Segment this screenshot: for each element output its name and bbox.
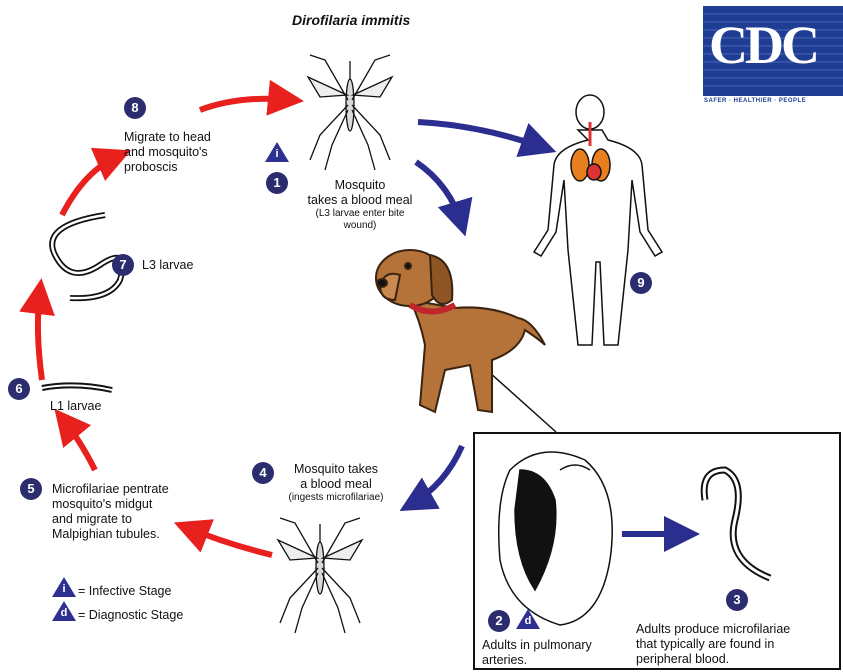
diagnostic-legend-label: = Diagnostic Stage xyxy=(78,608,183,623)
stage-2-label: Adults in pulmonary arteries. xyxy=(482,638,592,668)
stage-3-label: Adults produce microfilariae that typica… xyxy=(636,622,790,667)
stage-8-badge: 8 xyxy=(124,97,146,119)
stage-6-label: L1 larvae xyxy=(50,399,101,414)
arrow-4-to-5 xyxy=(185,527,272,555)
stage-3-line-3: peripheral blood. xyxy=(636,652,790,667)
stage-8-line-2: and mosquito's xyxy=(124,145,211,160)
stage-3-line-2: that typically are found in xyxy=(636,637,790,652)
stage-5-line-1: Microfilariae pentrate xyxy=(52,482,169,497)
arrow-8-to-1 xyxy=(200,99,292,110)
stage-5-label: Microfilariae pentrate mosquito's midgut… xyxy=(52,482,169,542)
infective-legend-letter: i xyxy=(52,583,76,595)
stage-8-line-3: proboscis xyxy=(124,160,211,175)
infective-stage-letter: i xyxy=(265,148,289,160)
stage-3-line-1: Adults produce microfilariae xyxy=(636,622,790,637)
stage-7-label: L3 larvae xyxy=(142,258,193,273)
stage-1-label: Mosquito takes a blood meal (L3 larvae e… xyxy=(300,178,420,232)
stage-4-label: Mosquito takes a blood meal (ingests mic… xyxy=(276,462,396,504)
stage-5-line-4: Malpighian tubules. xyxy=(52,527,169,542)
mosquito-icon xyxy=(308,55,392,170)
stage-4-line-2: a blood meal xyxy=(276,477,396,492)
stage-3-badge: 3 xyxy=(726,589,748,611)
stage-5-line-2: mosquito's midgut xyxy=(52,497,169,512)
arrow-dog-to-mosquito xyxy=(410,446,462,505)
diagnostic-stage-letter: d xyxy=(516,615,540,627)
stage-2-line-2: arteries. xyxy=(482,653,592,668)
arrow-6-to-7 xyxy=(38,290,42,380)
arrow-5-to-6 xyxy=(62,418,95,470)
stage-1-line-1: Mosquito xyxy=(300,178,420,193)
diagnostic-legend-letter: d xyxy=(52,607,76,619)
human-figure-icon xyxy=(534,95,662,345)
stage-4-badge: 4 xyxy=(252,462,274,484)
stage-4-note: (ingests microfilariae) xyxy=(276,492,396,504)
infective-legend-label: = Infective Stage xyxy=(78,584,171,599)
stage-7-badge: 7 xyxy=(112,254,134,276)
stage-6-badge: 6 xyxy=(8,378,30,400)
mosquito-icon xyxy=(278,518,362,633)
arrow-mosquito-to-dog xyxy=(416,162,462,225)
stage-1-badge: 1 xyxy=(266,172,288,194)
stage-1-note: (L3 larvae enter bite wound) xyxy=(300,208,420,232)
stage-2-line-1: Adults in pulmonary xyxy=(482,638,592,653)
stage-8-line-1: Migrate to head xyxy=(124,130,211,145)
stage-5-badge: 5 xyxy=(20,478,42,500)
stage-2-badge: 2 xyxy=(488,610,510,632)
dog-icon xyxy=(376,250,545,412)
stage-1-line-2: takes a blood meal xyxy=(300,193,420,208)
stage-8-label: Migrate to head and mosquito's proboscis xyxy=(124,130,211,175)
arrow-7-to-8 xyxy=(62,155,120,215)
stage-4-line-1: Mosquito takes xyxy=(276,462,396,477)
stage-9-badge: 9 xyxy=(630,272,652,294)
larva-icon xyxy=(42,385,112,390)
arrow-mosquito-to-human xyxy=(418,122,545,148)
stage-5-line-3: and migrate to xyxy=(52,512,169,527)
